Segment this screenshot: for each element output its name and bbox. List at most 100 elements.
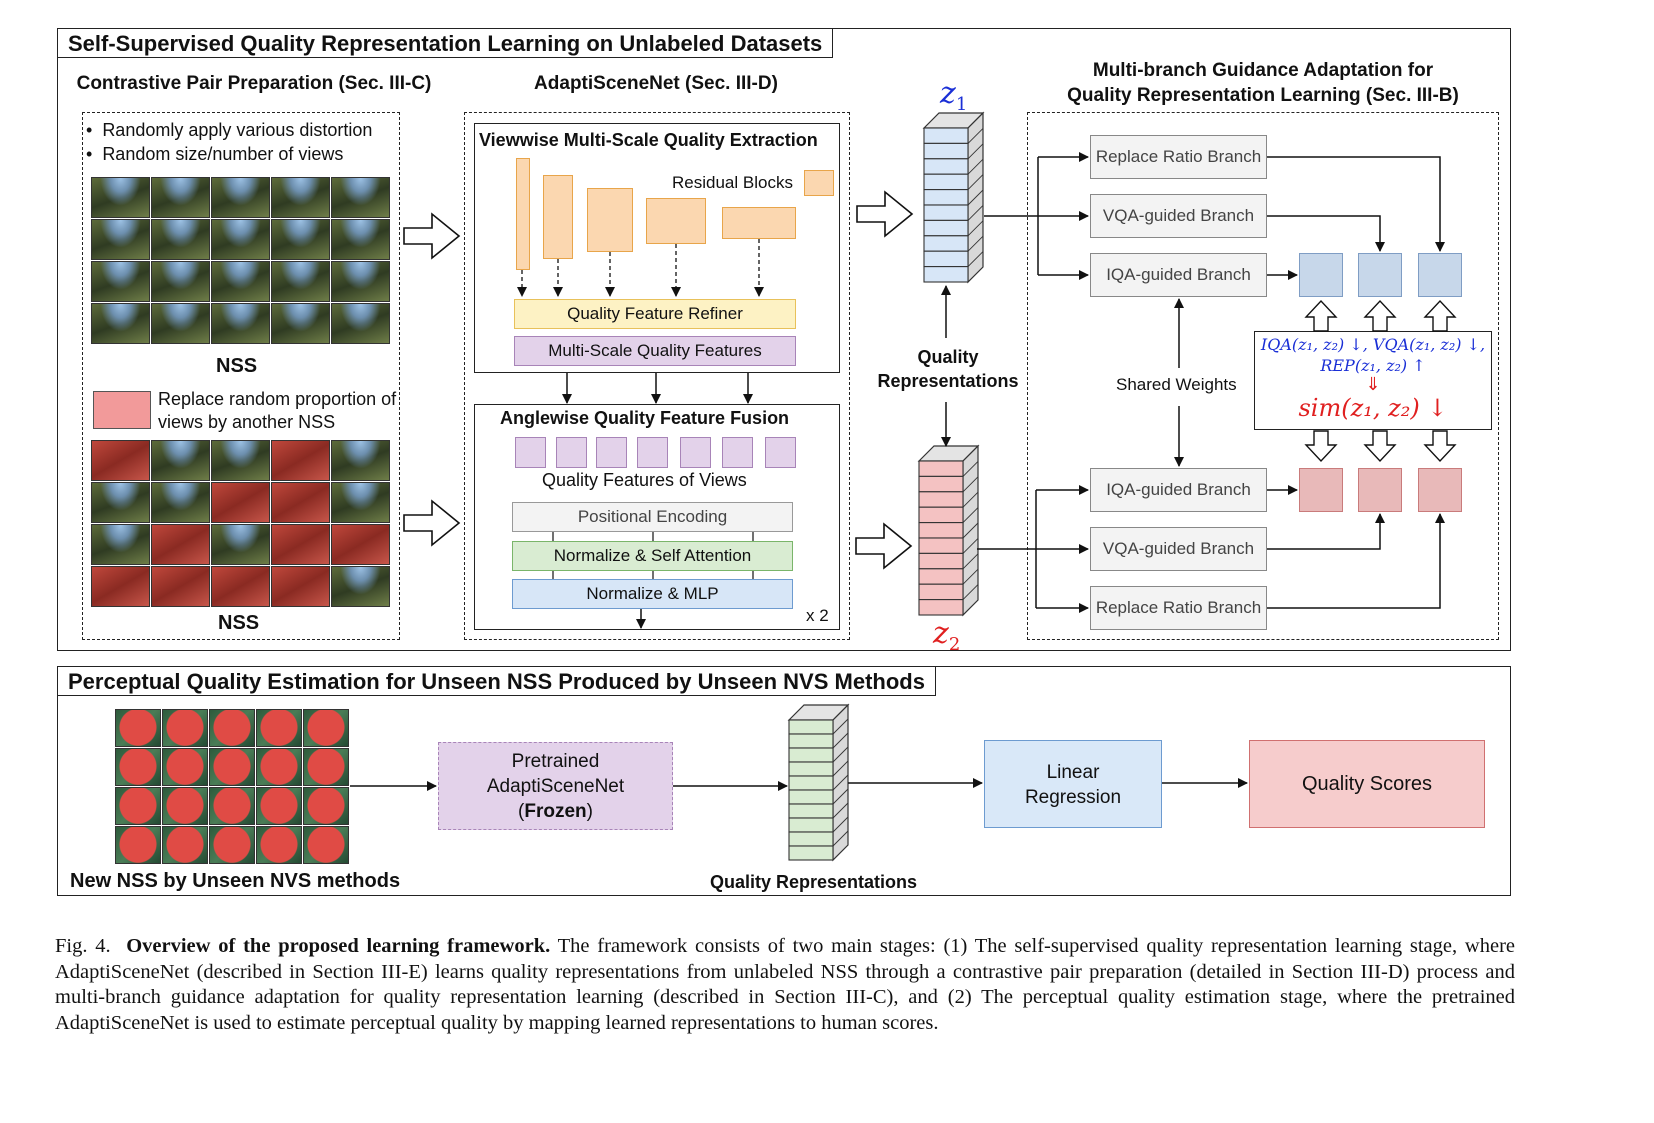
view-thumb	[91, 261, 150, 302]
view-thumb	[209, 826, 255, 864]
residual-block-legend	[804, 170, 834, 196]
view-thumb	[211, 524, 270, 565]
z2-rep-output	[1418, 468, 1462, 512]
view-thumb	[303, 748, 349, 786]
pretrained-adaptiscenenet: Pretrained AdaptiSceneNet (Frozen)	[438, 742, 673, 830]
view-thumb	[91, 303, 150, 344]
multibranch-header-2: Quality Representation Learning (Sec. II…	[1067, 85, 1459, 106]
view-thumb	[331, 177, 390, 218]
view-feature-square	[637, 437, 668, 468]
view-thumb	[331, 219, 390, 260]
view-thumb	[256, 709, 302, 747]
view-thumb	[256, 748, 302, 786]
view-feature-square	[722, 437, 753, 468]
multibranch-header-1: Multi-branch Guidance Adaptation for	[1092, 60, 1434, 81]
anglewise-title: Anglewise Quality Feature Fusion	[500, 408, 790, 428]
residual-blocks-label: Residual Blocks	[672, 173, 793, 192]
view-thumb	[303, 709, 349, 747]
view-thumb	[162, 709, 208, 747]
quality-reps-label: Quality Representations	[877, 347, 1019, 391]
multi-scale-quality-features: Multi-Scale Quality Features	[514, 336, 796, 366]
iqa-guided-branch-top: IQA-guided Branch	[1090, 253, 1267, 297]
view-thumb	[271, 219, 330, 260]
loss-line-1: IQA(z₁, z₂) ↓, VQA(z₁, z₂) ↓,	[1260, 335, 1486, 354]
view-thumb	[162, 787, 208, 825]
view-thumb	[209, 787, 255, 825]
vqa-guided-branch-bottom: VQA-guided Branch	[1090, 527, 1267, 571]
loss-line-2: REP(z₁, z₂) ↑	[1320, 356, 1426, 375]
caption-fig: Fig. 4.	[55, 935, 111, 957]
view-thumb	[115, 709, 161, 747]
view-feature-square	[680, 437, 711, 468]
replaced-view-thumb	[151, 566, 210, 607]
view-thumb	[151, 303, 210, 344]
legend-swatch	[93, 391, 151, 429]
replaced-view-thumb	[151, 524, 210, 565]
residual-block-1	[516, 158, 530, 270]
replaced-view-thumb	[271, 566, 330, 607]
contrastive-header: Contrastive Pair Preparation (Sec. III-C…	[76, 73, 432, 94]
view-thumb	[91, 219, 150, 260]
view-feature-square	[556, 437, 587, 468]
nss-label-top: NSS	[216, 355, 258, 377]
z1-iqa-output	[1299, 253, 1343, 297]
view-thumb	[91, 524, 150, 565]
view-thumb	[271, 261, 330, 302]
sim-arrow: ⇓	[1365, 374, 1381, 395]
vqa-guided-branch-top: VQA-guided Branch	[1090, 194, 1267, 238]
bullet-2: • Random size/number of views	[86, 144, 344, 164]
similarity-objective: sim(z₁, z₂) ↓	[1298, 394, 1448, 422]
iqa-guided-branch-bottom: IQA-guided Branch	[1090, 468, 1267, 512]
replaced-view-thumb	[331, 524, 390, 565]
z2-iqa-output	[1299, 468, 1343, 512]
view-thumb	[162, 748, 208, 786]
view-thumb	[209, 709, 255, 747]
view-thumb	[91, 177, 150, 218]
viewwise-title: Viewwise Multi-Scale Quality Extraction	[479, 130, 818, 150]
figure-caption: Fig. 4. Overview of the proposed learnin…	[55, 934, 1515, 1036]
view-thumb	[331, 566, 390, 607]
z1-label: z1	[940, 76, 968, 115]
view-thumb	[115, 826, 161, 864]
view-thumb	[331, 261, 390, 302]
replaced-view-thumb	[91, 440, 150, 481]
views-label: Quality Features of Views	[542, 470, 747, 490]
view-thumb	[151, 177, 210, 218]
replaced-view-thumb	[271, 440, 330, 481]
caption-text: The framework consists of two main stage…	[55, 935, 1515, 1034]
view-thumb	[256, 826, 302, 864]
view-thumb	[115, 787, 161, 825]
replaced-view-thumb	[211, 566, 270, 607]
repeat-label: x 2	[806, 606, 829, 625]
z1-vqa-output	[1358, 253, 1402, 297]
multibranch-panel	[1027, 112, 1499, 640]
view-thumb	[211, 261, 270, 302]
view-thumb	[211, 440, 270, 481]
residual-block-4	[646, 198, 706, 244]
view-thumb	[271, 177, 330, 218]
view-thumb	[331, 482, 390, 523]
replaced-view-thumb	[211, 482, 270, 523]
viewwise-box	[474, 123, 840, 373]
view-feature-square	[515, 437, 546, 468]
quality-scores: Quality Scores	[1249, 740, 1485, 828]
residual-block-3	[587, 188, 633, 252]
view-thumb	[151, 482, 210, 523]
linear-regression: Linear Regression	[984, 740, 1162, 828]
view-thumb	[91, 482, 150, 523]
stage2-title: Perceptual Quality Estimation for Unseen…	[57, 666, 936, 696]
view-thumb	[211, 177, 270, 218]
view-thumb	[151, 261, 210, 302]
view-thumb	[331, 440, 390, 481]
view-thumb	[271, 303, 330, 344]
contrastive-panel	[82, 112, 400, 640]
z1-rep-output	[1418, 253, 1462, 297]
normalize-self-attention: Normalize & Self Attention	[512, 541, 793, 571]
replaced-view-thumb	[271, 524, 330, 565]
new-nss-label: New NSS by Unseen NVS methods	[70, 870, 401, 892]
view-thumb	[209, 748, 255, 786]
view-thumb	[303, 787, 349, 825]
residual-block-2	[543, 175, 573, 259]
stage2-reps-label: Quality Representations	[710, 872, 918, 892]
view-thumb	[303, 826, 349, 864]
